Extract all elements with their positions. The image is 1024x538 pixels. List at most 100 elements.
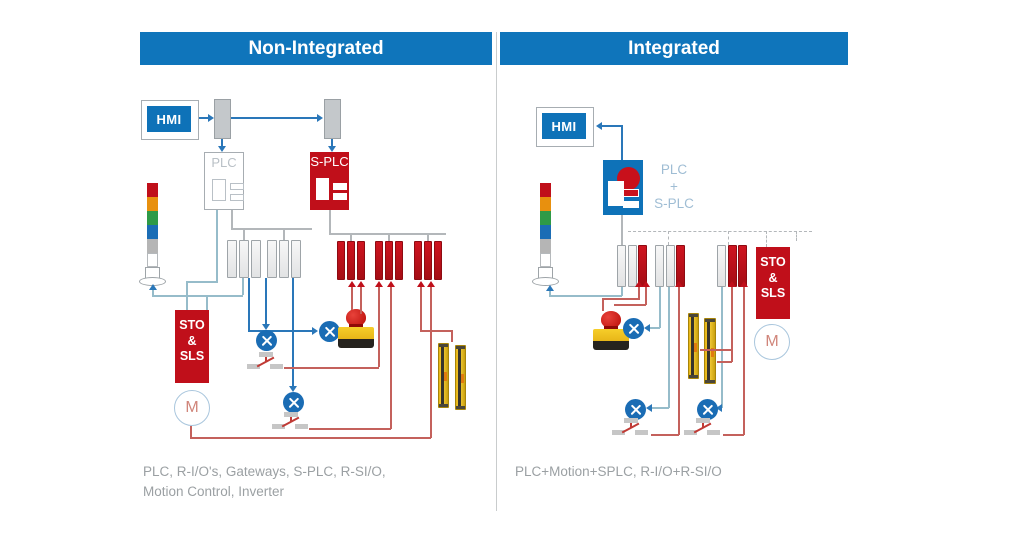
integrated-plc-splc-label: PLC + S-PLC <box>648 162 700 213</box>
arrow-icon <box>357 281 365 287</box>
wire <box>292 278 294 388</box>
plcs-detail <box>623 189 639 197</box>
arrow-icon <box>208 114 214 122</box>
wire <box>390 287 392 429</box>
integrated-plc-splc-box <box>603 160 643 215</box>
arrow-icon <box>312 327 318 335</box>
panel-header-integrated: Integrated <box>500 32 848 65</box>
wire <box>221 139 223 147</box>
plc-label: PLC <box>660 162 688 177</box>
plc-detail <box>230 183 244 190</box>
hmi-box: HMI <box>141 100 199 140</box>
arrow-icon <box>635 281 643 287</box>
wire <box>420 287 422 331</box>
safety-plc-box: S-PLC <box>310 152 349 210</box>
wire <box>206 295 208 310</box>
safety-light-curtain-icon <box>704 318 716 384</box>
stack-light-icon <box>540 183 551 267</box>
wire <box>190 437 431 439</box>
hmi-screen: HMI <box>542 113 586 139</box>
caption-line: Motion Control, Inverter <box>143 483 285 499</box>
wire <box>723 434 744 436</box>
plcs-detail <box>623 201 639 208</box>
arrow-icon <box>262 324 270 330</box>
motor-circle-icon: M <box>754 324 790 360</box>
arrow-icon <box>149 284 157 290</box>
wire <box>638 287 640 299</box>
wire <box>621 125 623 160</box>
gateway-module-icon <box>324 99 341 139</box>
sto-sls-box: STO & SLS <box>175 310 209 383</box>
stack-light-base <box>532 277 559 286</box>
splc-label: S-PLC <box>654 195 694 211</box>
arrow-icon <box>675 281 683 287</box>
contact-switch-icon <box>272 412 310 430</box>
arrow-icon <box>328 146 336 152</box>
wire <box>329 210 331 233</box>
wire <box>284 367 379 369</box>
plc-detail <box>212 179 226 201</box>
remote-io-module <box>267 240 301 278</box>
safety-light-curtain-icon <box>438 343 449 408</box>
splc-detail <box>333 183 347 190</box>
arrow-icon <box>716 404 722 412</box>
sto-label: STO <box>179 318 205 332</box>
circle-x-output-icon <box>697 399 718 420</box>
wire <box>700 349 732 351</box>
caption-line: PLC+Motion+SPLC, R-I/O+R-SI/O <box>515 464 722 479</box>
sto-label: STO <box>760 255 786 269</box>
wire <box>650 327 660 329</box>
arrow-icon <box>740 281 748 287</box>
plc-detail <box>230 194 244 201</box>
wire <box>743 287 745 435</box>
wire <box>248 278 250 331</box>
panel-caption: PLC+Motion+SPLC, R-I/O+R-SI/O <box>515 462 855 482</box>
wire <box>668 287 670 408</box>
wire <box>242 278 244 295</box>
contact-switch-icon <box>684 418 722 436</box>
wire <box>602 298 640 300</box>
wire <box>231 228 312 230</box>
gateway-module-icon <box>214 99 231 139</box>
arrow-icon <box>417 281 425 287</box>
panel-header-non-integrated: Non-Integrated <box>140 32 492 65</box>
wire <box>199 117 209 119</box>
sls-label: SLS <box>179 349 205 364</box>
wire <box>451 330 453 342</box>
arrow-icon <box>317 114 323 122</box>
wire <box>721 287 723 408</box>
hmi-box: HMI <box>536 107 594 147</box>
wire <box>621 287 623 296</box>
wire <box>152 295 243 297</box>
hmi-screen: HMI <box>147 106 191 132</box>
panel-title: Non-Integrated <box>248 37 384 59</box>
wire <box>350 233 352 241</box>
motor-circle-icon: M <box>174 390 210 426</box>
sls-label: SLS <box>760 286 786 301</box>
arrow-icon <box>644 324 650 332</box>
wire <box>766 231 767 247</box>
wire <box>190 426 192 438</box>
wire <box>549 291 551 296</box>
arrow-icon <box>596 122 602 130</box>
safety-plc-label: S-PLC <box>310 154 349 169</box>
wire <box>549 295 622 297</box>
wire <box>614 304 646 306</box>
amp-label: & <box>768 270 778 285</box>
plus-label: + <box>670 178 678 194</box>
wire <box>430 287 432 438</box>
motor-label: M <box>185 399 199 416</box>
circle-x-output-icon <box>283 392 304 413</box>
plc-label: PLC <box>211 155 237 170</box>
circle-x-output-icon <box>625 399 646 420</box>
wire <box>652 407 669 409</box>
safety-io-module <box>375 241 403 280</box>
wire <box>731 287 733 362</box>
wire <box>243 228 245 240</box>
arrow-icon <box>646 404 652 412</box>
wire <box>628 231 812 232</box>
caption-line: PLC, R-I/O's, Gateways, S-PLC, R-SI/O, <box>143 464 386 479</box>
wire <box>668 231 669 245</box>
wire <box>621 215 623 245</box>
